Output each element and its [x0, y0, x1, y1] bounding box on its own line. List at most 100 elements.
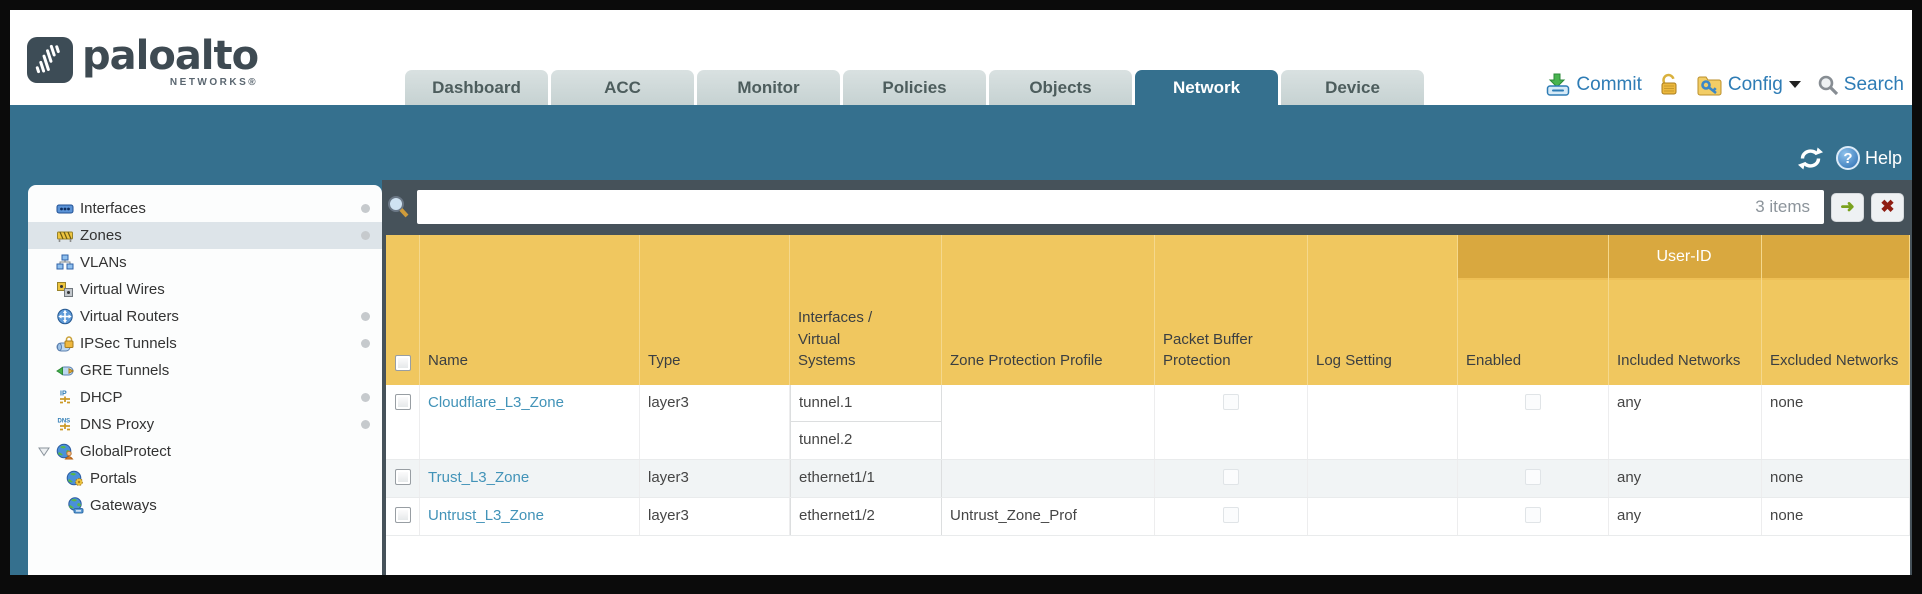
brand-name: paloalto — [82, 33, 259, 79]
help-label: Help — [1864, 147, 1902, 168]
included-networks: any — [1609, 385, 1762, 459]
virtual-routers-icon — [54, 308, 76, 325]
col-header-name[interactable]: Name — [420, 235, 640, 385]
col-header-zone-protection-profile[interactable]: Zone Protection Profile — [942, 235, 1155, 385]
apply-filter-button[interactable]: ➜ — [1831, 192, 1864, 222]
config-icon — [1697, 76, 1722, 95]
ipsec-tunnels-icon — [54, 335, 76, 352]
zones-table: User-ID Name Type Interfaces / Virtual S… — [386, 235, 1910, 575]
sidebar-item-vlans[interactable]: VLANs — [28, 249, 382, 276]
packet-buffer-protection-checkbox[interactable] — [1223, 507, 1239, 523]
globalprotect-icon — [54, 443, 76, 460]
row-checkbox[interactable] — [394, 469, 411, 485]
zone-type: layer3 — [640, 385, 790, 459]
sidebar-item-gre-tunnels[interactable]: GRE Tunnels — [28, 357, 382, 384]
header-actions: Commit Config — [1545, 72, 1904, 97]
log-setting — [1308, 385, 1458, 459]
refresh-icon[interactable] — [1797, 147, 1824, 170]
zone-type: layer3 — [640, 498, 790, 535]
tab-device[interactable]: Device — [1281, 70, 1424, 105]
zone-interfaces: tunnel.1 tunnel.2 — [790, 385, 942, 459]
status-dot — [361, 204, 370, 213]
chevron-down-icon — [1788, 81, 1801, 88]
interface-entry: ethernet1/2 — [799, 507, 875, 524]
interface-entry: tunnel.1 — [791, 385, 941, 422]
included-networks: any — [1609, 460, 1762, 497]
config-menu[interactable]: Config — [1696, 73, 1801, 97]
tab-acc[interactable]: ACC — [551, 70, 694, 105]
col-header-packet-buffer-protection[interactable]: Packet Buffer Protection — [1155, 235, 1308, 385]
dns-proxy-icon: DNS — [54, 416, 76, 433]
search-button[interactable]: Search — [1817, 74, 1904, 96]
col-header-enabled[interactable]: Enabled — [1458, 235, 1609, 385]
sidebar-item-gateways[interactable]: Gateways — [28, 492, 382, 519]
log-setting — [1308, 498, 1458, 535]
svg-text:DNS: DNS — [58, 419, 71, 425]
filter-search-icon — [388, 196, 409, 218]
lock-icon[interactable] — [1658, 73, 1680, 97]
user-id-enabled-checkbox[interactable] — [1525, 507, 1541, 523]
clear-filter-button[interactable]: ✖ — [1871, 192, 1904, 222]
sidebar-item-zones[interactable]: Zones — [28, 222, 382, 249]
status-dot — [361, 393, 370, 402]
paloalto-logo: paloalto NETWORKS® — [26, 33, 259, 88]
sidebar-item-globalprotect[interactable]: GlobalProtect — [28, 438, 382, 465]
sidebar-item-interfaces[interactable]: Interfaces — [28, 195, 382, 222]
tab-dashboard[interactable]: Dashboard — [405, 70, 548, 105]
log-setting — [1308, 460, 1458, 497]
status-dot — [361, 420, 370, 429]
zone-name-link[interactable]: Cloudflare_L3_Zone — [428, 394, 564, 411]
expander-triangle-icon[interactable] — [34, 447, 54, 457]
row-checkbox[interactable] — [394, 394, 411, 410]
sidebar-item-virtual-routers[interactable]: Virtual Routers — [28, 303, 382, 330]
zone-interfaces: ethernet1/1 — [790, 460, 942, 497]
close-icon: ✖ — [1880, 197, 1895, 216]
table-row: Cloudflare_L3_Zone layer3 tunnel.1 tunne… — [386, 385, 1910, 460]
zone-name-link[interactable]: Trust_L3_Zone — [428, 469, 530, 486]
gateways-icon — [64, 497, 86, 514]
sidebar-item-dns-proxy[interactable]: DNS DNS Proxy — [28, 411, 382, 438]
help-icon: ? — [1835, 146, 1860, 170]
tab-policies[interactable]: Policies — [843, 70, 986, 105]
virtual-wires-icon — [54, 281, 76, 298]
col-header-type[interactable]: Type — [640, 235, 790, 385]
interface-entry: ethernet1/1 — [799, 469, 875, 486]
col-header-included-networks[interactable]: Included Networks — [1609, 235, 1762, 385]
help-button[interactable]: ? Help — [1835, 146, 1902, 170]
commit-button[interactable]: Commit — [1545, 72, 1642, 97]
commit-icon — [1547, 73, 1570, 96]
zones-main-panel: 3 items ➜ ✖ User-ID Name — [382, 180, 1912, 575]
packet-buffer-protection-checkbox[interactable] — [1223, 394, 1239, 410]
app-window: paloalto NETWORKS® Dashboard ACC Monitor… — [10, 10, 1912, 575]
interface-entry: tunnel.2 — [799, 431, 853, 448]
tab-objects[interactable]: Objects — [989, 70, 1132, 105]
sidebar-item-portals[interactable]: Portals — [28, 465, 382, 492]
tab-monitor[interactable]: Monitor — [697, 70, 840, 105]
table-row: Trust_L3_Zone layer3 ethernet1/1 any non… — [386, 460, 1910, 498]
user-id-group-header: User-ID — [1458, 235, 1910, 280]
excluded-networks: none — [1762, 498, 1910, 535]
packet-buffer-protection-checkbox[interactable] — [1223, 469, 1239, 485]
row-checkbox[interactable] — [394, 507, 411, 523]
excluded-networks: none — [1762, 460, 1910, 497]
filter-input[interactable]: 3 items — [417, 190, 1824, 224]
gre-tunnels-icon — [54, 362, 76, 379]
sidebar-item-ipsec-tunnels[interactable]: IPSec Tunnels — [28, 330, 382, 357]
zone-protection-profile — [942, 385, 1155, 459]
user-id-enabled-checkbox[interactable] — [1525, 469, 1541, 485]
zone-name-link[interactable]: Untrust_L3_Zone — [428, 507, 544, 524]
sidebar-item-dhcp[interactable]: IP DHCP — [28, 384, 382, 411]
interfaces-icon — [54, 200, 76, 217]
network-sidebar: Interfaces Zones VLANs — [28, 185, 382, 575]
vlans-icon — [54, 254, 76, 271]
select-all-checkbox[interactable] — [394, 355, 411, 371]
col-header-excluded-networks[interactable]: Excluded Networks — [1762, 235, 1910, 385]
tab-network[interactable]: Network — [1135, 70, 1278, 105]
col-header-log-setting[interactable]: Log Setting — [1308, 235, 1458, 385]
dhcp-icon: IP — [54, 389, 76, 406]
col-header-interfaces[interactable]: Interfaces / Virtual Systems — [790, 235, 942, 385]
sub-header-band: ? Help — [10, 105, 1912, 180]
sidebar-item-virtual-wires[interactable]: Virtual Wires — [28, 276, 382, 303]
user-id-enabled-checkbox[interactable] — [1525, 394, 1541, 410]
